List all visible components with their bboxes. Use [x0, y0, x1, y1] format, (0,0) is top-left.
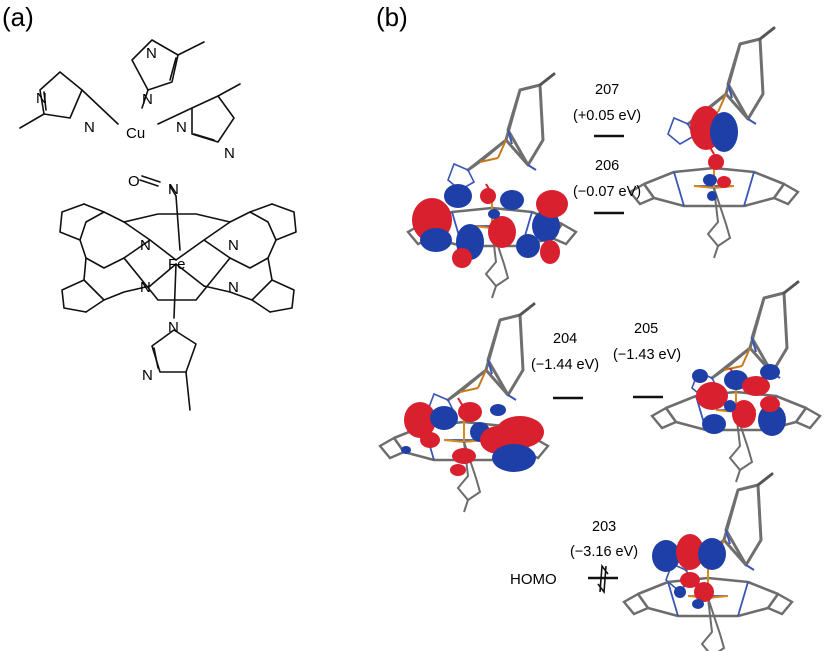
atom-o: O [128, 173, 140, 190]
orbital-207-energy: (+0.05 eV) [573, 108, 641, 124]
energy-levels [553, 134, 663, 580]
orbital-207-render [628, 26, 800, 260]
atom-n: N [146, 45, 157, 62]
atom-n: N [224, 145, 235, 162]
homo-electrons [597, 563, 609, 595]
panel-label-b: (b) [376, 2, 408, 32]
atom-n: N [176, 119, 187, 136]
orbital-207-label: 207 [595, 82, 619, 98]
atom-n: N [168, 181, 179, 198]
orbital-204-render [378, 302, 550, 514]
atom-n: N [228, 237, 239, 254]
atom-fe: Fe [168, 256, 186, 273]
orbital-204-label: 204 [553, 331, 577, 347]
panel-label-a: (a) [2, 2, 34, 32]
atom-n: N [228, 279, 239, 296]
atom-n: N [140, 237, 151, 254]
atom-n: N [142, 367, 153, 384]
orbital-204-energy: (−1.44 eV) [531, 357, 599, 373]
orbital-206-label: 206 [595, 158, 619, 174]
homo-label: HOMO [510, 571, 557, 588]
orbital-203-label: 203 [592, 519, 616, 535]
atom-n: N [142, 91, 153, 108]
atom-n: N [36, 90, 47, 107]
structural-formula [19, 39, 297, 411]
orbital-203-energy: (−3.16 eV) [570, 544, 638, 560]
orbital-203-render [622, 472, 794, 651]
orbital-205-energy: (−1.43 eV) [613, 347, 681, 363]
orbital-206-energy: (−0.07 eV) [573, 184, 641, 200]
atom-n: N [140, 279, 151, 296]
orbital-206-render [406, 72, 578, 300]
orbital-205-render [650, 280, 822, 484]
orbital-205-label: 205 [634, 321, 658, 337]
atom-n: N [84, 119, 95, 136]
atom-n: N [168, 319, 179, 336]
atom-cu: Cu [126, 125, 145, 142]
